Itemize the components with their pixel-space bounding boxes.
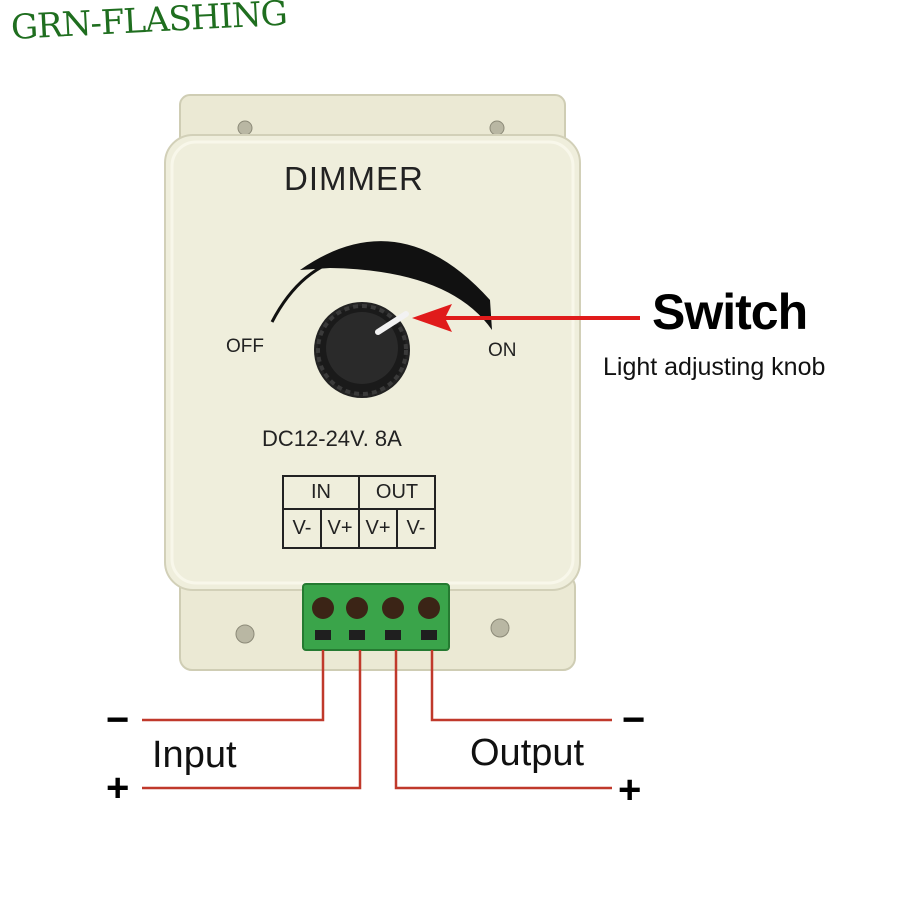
terminal-table (282, 475, 436, 549)
terminal-pin-4: V- (406, 517, 426, 539)
input-minus-sign: − (106, 698, 130, 742)
wire-output-minus (430, 650, 612, 722)
wire-input-plus (142, 650, 362, 790)
panel-title: DIMMER (284, 160, 424, 197)
mount-hole-top-left (237, 120, 253, 136)
terminal-pin-2: V+ (327, 517, 353, 539)
output-label: Output (470, 732, 585, 774)
dimmer-knob[interactable] (314, 302, 410, 398)
dial-arc-thick (300, 241, 492, 330)
mount-hole-bottom-left (235, 624, 255, 644)
terminal-group-in: IN (311, 481, 331, 503)
output-minus-sign: − (622, 698, 646, 742)
knob-indicator (375, 311, 409, 335)
terminal-pin-1: V- (292, 517, 312, 539)
rating-label: DC12-24V. 8A (262, 426, 402, 451)
terminal-pin-3: V+ (365, 517, 391, 539)
off-label: OFF (226, 336, 264, 357)
mount-hole-top-right (489, 120, 505, 136)
terminal-block (302, 583, 450, 651)
callout-arrow (412, 304, 640, 332)
mount-hole-bottom-right (490, 618, 510, 638)
terminal-group-out: OUT (375, 481, 419, 503)
on-label: ON (488, 340, 517, 361)
terminal-screw-1 (312, 597, 334, 619)
callout-title: Switch (652, 284, 808, 340)
input-plus-sign: + (106, 766, 130, 810)
terminal-screw-4 (418, 597, 440, 619)
input-label: Input (152, 734, 237, 776)
terminal-screw-2 (346, 597, 368, 619)
terminal-screw-3 (382, 597, 404, 619)
wire-output-plus (394, 650, 612, 790)
output-plus-sign: + (618, 768, 642, 812)
wires (142, 650, 612, 790)
wire-input-minus (142, 650, 325, 722)
callout-subtitle: Light adjusting knob (603, 353, 826, 381)
